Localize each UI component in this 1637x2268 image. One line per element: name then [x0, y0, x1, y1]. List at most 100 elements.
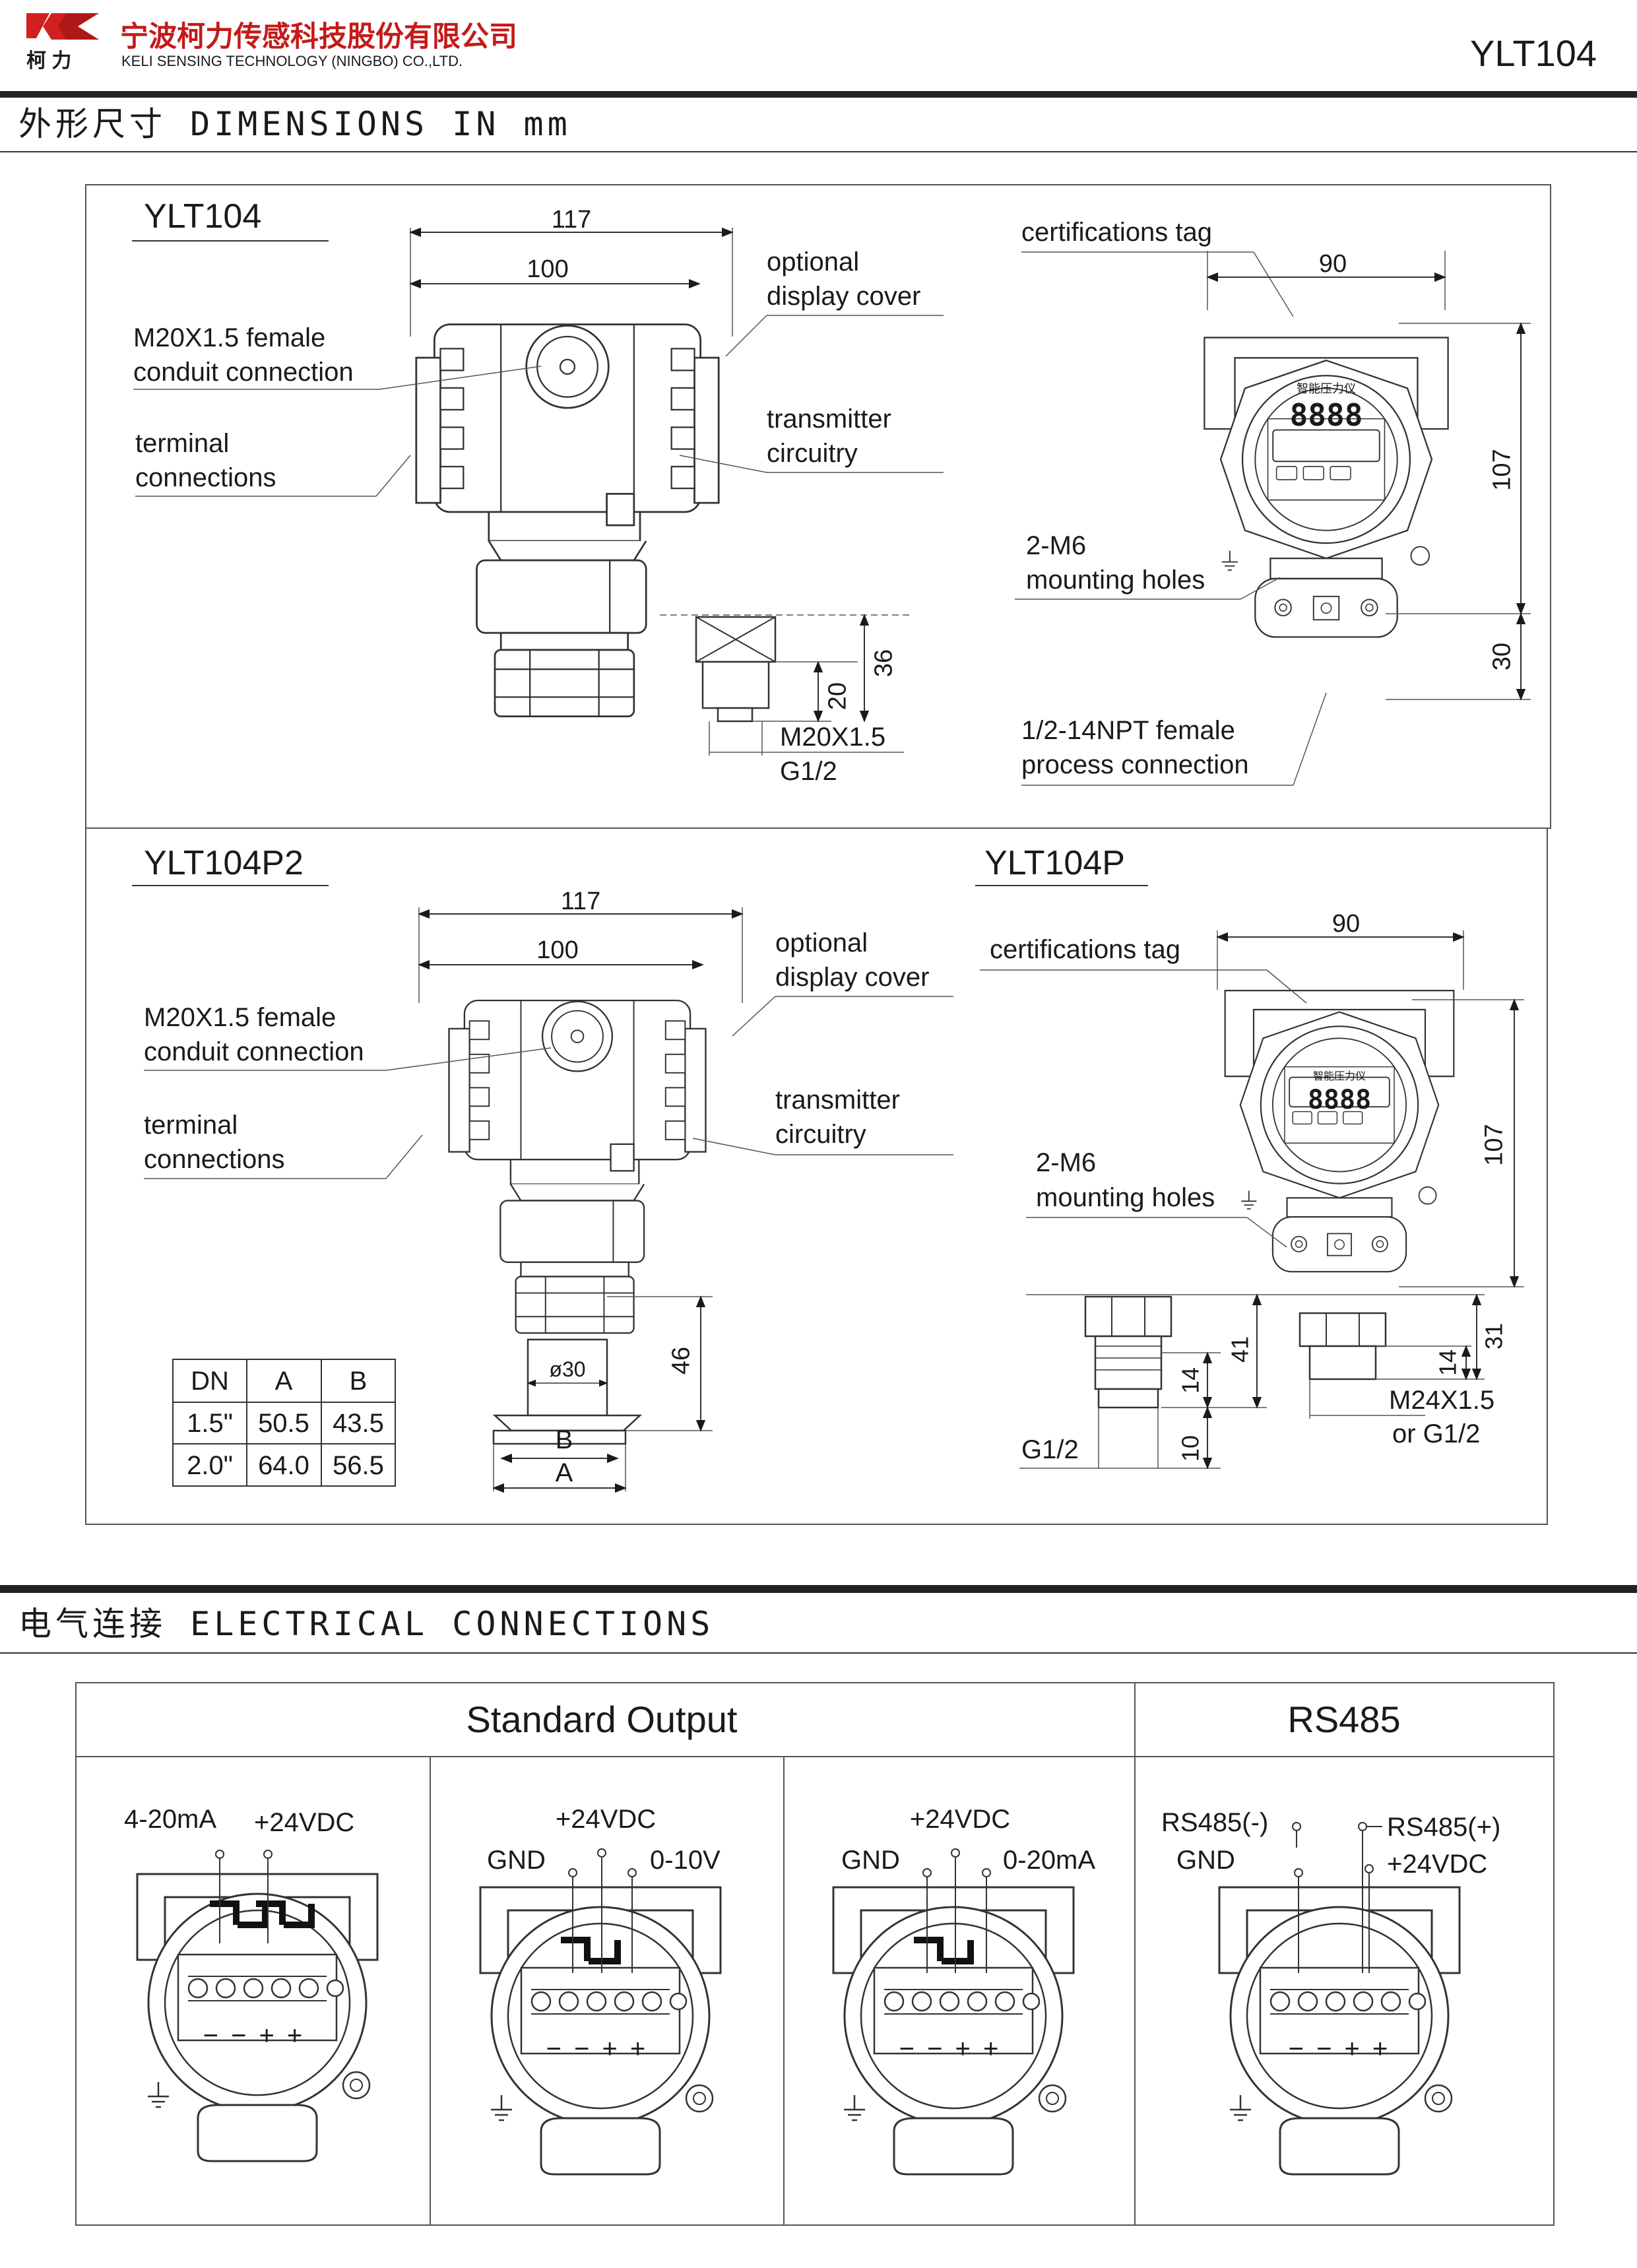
ylt104-thread-2: G1/2 [780, 757, 837, 786]
p2-optional-cover-2: display cover [775, 963, 929, 992]
label-0-10v: 0-10V [650, 1846, 721, 1875]
section-title-electrical: 电气连接 ELECTRICAL CONNECTIONS [18, 1605, 714, 1643]
polarity-label: − − + + [899, 2034, 1002, 2063]
ylt104-terminal-1: terminal [135, 429, 229, 458]
header-standard-output: Standard Output [466, 1699, 738, 1740]
p2-conduit-1: M20X1.5 female [144, 1003, 336, 1032]
table-cell: 64.0 [258, 1451, 309, 1480]
table-cell: 56.5 [333, 1451, 384, 1480]
ylt104-optional-cover-1: optional [767, 247, 859, 276]
p2-circuitry-2: circuitry [775, 1120, 866, 1149]
table-cell: 43.5 [333, 1409, 384, 1438]
ylt104-conduit-2: conduit connection [133, 358, 354, 387]
label-rs485-plus: RS485(+) [1387, 1813, 1500, 1842]
polarity-label: − − + + [203, 2021, 305, 2050]
ylt104-dim-100: 100 [527, 255, 568, 283]
table-header-dn: DN [191, 1367, 229, 1396]
ylt104-dim-30: 30 [1488, 643, 1516, 670]
table-cell: 2.0" [187, 1451, 233, 1480]
ylt104-display-digits: 8888 [1290, 397, 1363, 433]
ylt104-cert-tag: certifications tag [1021, 218, 1212, 247]
ylt104-thread-1: M20X1.5 [780, 723, 885, 752]
ylt104-terminal-2: connections [135, 463, 276, 492]
ylt104-display-cn: 智能压力仪 [1297, 382, 1356, 395]
dn-table: DN A B 1.5" 50.5 43.5 2.0" 64.0 56.5 [172, 1359, 396, 1487]
p2-label-a: A [556, 1458, 573, 1487]
p-mount-1: 2-M6 [1036, 1148, 1096, 1177]
ylt104-dim-20: 20 [823, 682, 851, 710]
label-gnd: GND [841, 1846, 900, 1875]
ylt104-circuitry-2: circuitry [767, 439, 858, 468]
table-header-b: B [350, 1367, 368, 1396]
label-24vdc: +24VDC [910, 1805, 1010, 1834]
ylt104-process-1: 1/2-14NPT female [1021, 716, 1235, 745]
wiring-panel-rs485: RS485(-) RS485(+) GND +24VDC − − + + [1161, 1808, 1500, 2176]
ylt104-mount-1: 2-M6 [1026, 531, 1086, 560]
ylt104-circuitry-1: transmitter [767, 405, 891, 434]
label-24vdc: +24VDC [1387, 1850, 1487, 1879]
p-dim-90: 90 [1332, 910, 1360, 938]
wiring-panel-0-20ma: − − + + +24VDC GND 0-20mA [832, 1805, 1095, 2176]
ylt104p2-title: YLT104P2 [144, 844, 304, 882]
table-header-a: A [275, 1367, 293, 1396]
table-cell: 1.5" [187, 1409, 233, 1438]
p-dim-41: 41 [1226, 1336, 1253, 1363]
label-gnd: GND [1176, 1846, 1235, 1875]
header: 柯 力 宁波柯力传感科技股份有限公司 KELI SENSING TECHNOLO… [0, 13, 1637, 152]
p-display-digits: 8888 [1308, 1085, 1371, 1115]
ylt104-dim-90: 90 [1319, 250, 1347, 278]
p-display-cn: 智能压力仪 [1313, 1070, 1366, 1082]
p-g12: G1/2 [1021, 1435, 1079, 1464]
ylt104-side-view: YLT104 117 100 optional display cover M2… [132, 197, 944, 786]
label-rs485-minus: RS485(-) [1161, 1808, 1268, 1837]
p2-dim-100: 100 [536, 936, 578, 964]
p-mount-2: mounting holes [1036, 1183, 1215, 1212]
p-dim-31: 31 [1480, 1323, 1507, 1349]
section-title-dimensions: 外形尺寸 DIMENSIONS IN mm [18, 105, 571, 143]
p2-optional-cover-1: optional [775, 928, 868, 957]
wiring-panel-4-20ma: − − + + 4-20mA +24VDC [124, 1805, 379, 2162]
ylt104-dim-117: 117 [552, 206, 592, 234]
label-4-20ma: 4-20mA [124, 1805, 216, 1834]
p2-dia-30: ø30 [549, 1357, 585, 1381]
p2-label-b: B [556, 1425, 573, 1454]
table-cell: 50.5 [258, 1409, 309, 1438]
p-dim-107: 107 [1480, 1124, 1508, 1165]
logo-cn-text: 柯 力 [26, 50, 71, 72]
ylt104p2-view: YLT104P2 117 100 optional display cover … [132, 844, 953, 1493]
electrical-section: 电气连接 ELECTRICAL CONNECTIONS Standard Out… [0, 1585, 1637, 2226]
p-cert-tag: certifications tag [990, 935, 1180, 964]
wiring-panel-0-10v: − − + + +24VDC GND 0-10V [479, 1805, 722, 2176]
ylt104-optional-cover-2: display cover [767, 282, 920, 311]
p2-dim-117: 117 [561, 888, 601, 915]
company-name-en: KELI SENSING TECHNOLOGY (NINGBO) CO.,LTD… [121, 53, 463, 69]
ylt104-dim-36: 36 [870, 649, 897, 677]
p2-terminal-1: terminal [144, 1111, 238, 1140]
company-name-cn: 宁波柯力传感科技股份有限公司 [120, 21, 517, 53]
p-dim-10: 10 [1176, 1435, 1204, 1462]
header-rs485: RS485 [1287, 1699, 1400, 1740]
label-24vdc: +24VDC [254, 1808, 354, 1837]
label-24vdc: +24VDC [556, 1805, 656, 1834]
p2-terminal-2: connections [144, 1145, 284, 1174]
polarity-label: − − + + [1289, 2034, 1391, 2063]
ylt104-mount-2: mounting holes [1026, 566, 1205, 595]
ylt104-title: YLT104 [144, 197, 261, 236]
ylt104p-title: YLT104P [984, 844, 1125, 882]
p-dim-14a: 14 [1176, 1367, 1204, 1394]
label-gnd: GND [487, 1846, 546, 1875]
label-0-20ma: 0-20mA [1003, 1846, 1095, 1875]
p2-conduit-2: conduit connection [144, 1037, 364, 1066]
model-number: YLT104 [1470, 32, 1597, 74]
ylt104-thread-fitting: 20 36 M20X1.5 G1/2 [660, 614, 911, 786]
p2-circuitry-1: transmitter [775, 1085, 900, 1115]
polarity-label: − − + + [546, 2034, 649, 2063]
p-m24-1: M24X1.5 [1389, 1386, 1494, 1415]
company-logo: 柯 力 [26, 13, 99, 72]
ylt104-dim-107: 107 [1488, 449, 1516, 490]
frame-p2-p [85, 827, 1548, 1525]
p2-dim-46: 46 [667, 1347, 695, 1375]
ylt104-conduit-1: M20X1.5 female [133, 323, 325, 352]
ylt104-front-view: certifications tag 90 智能压力仪 8888 107 30 … [1015, 218, 1531, 786]
